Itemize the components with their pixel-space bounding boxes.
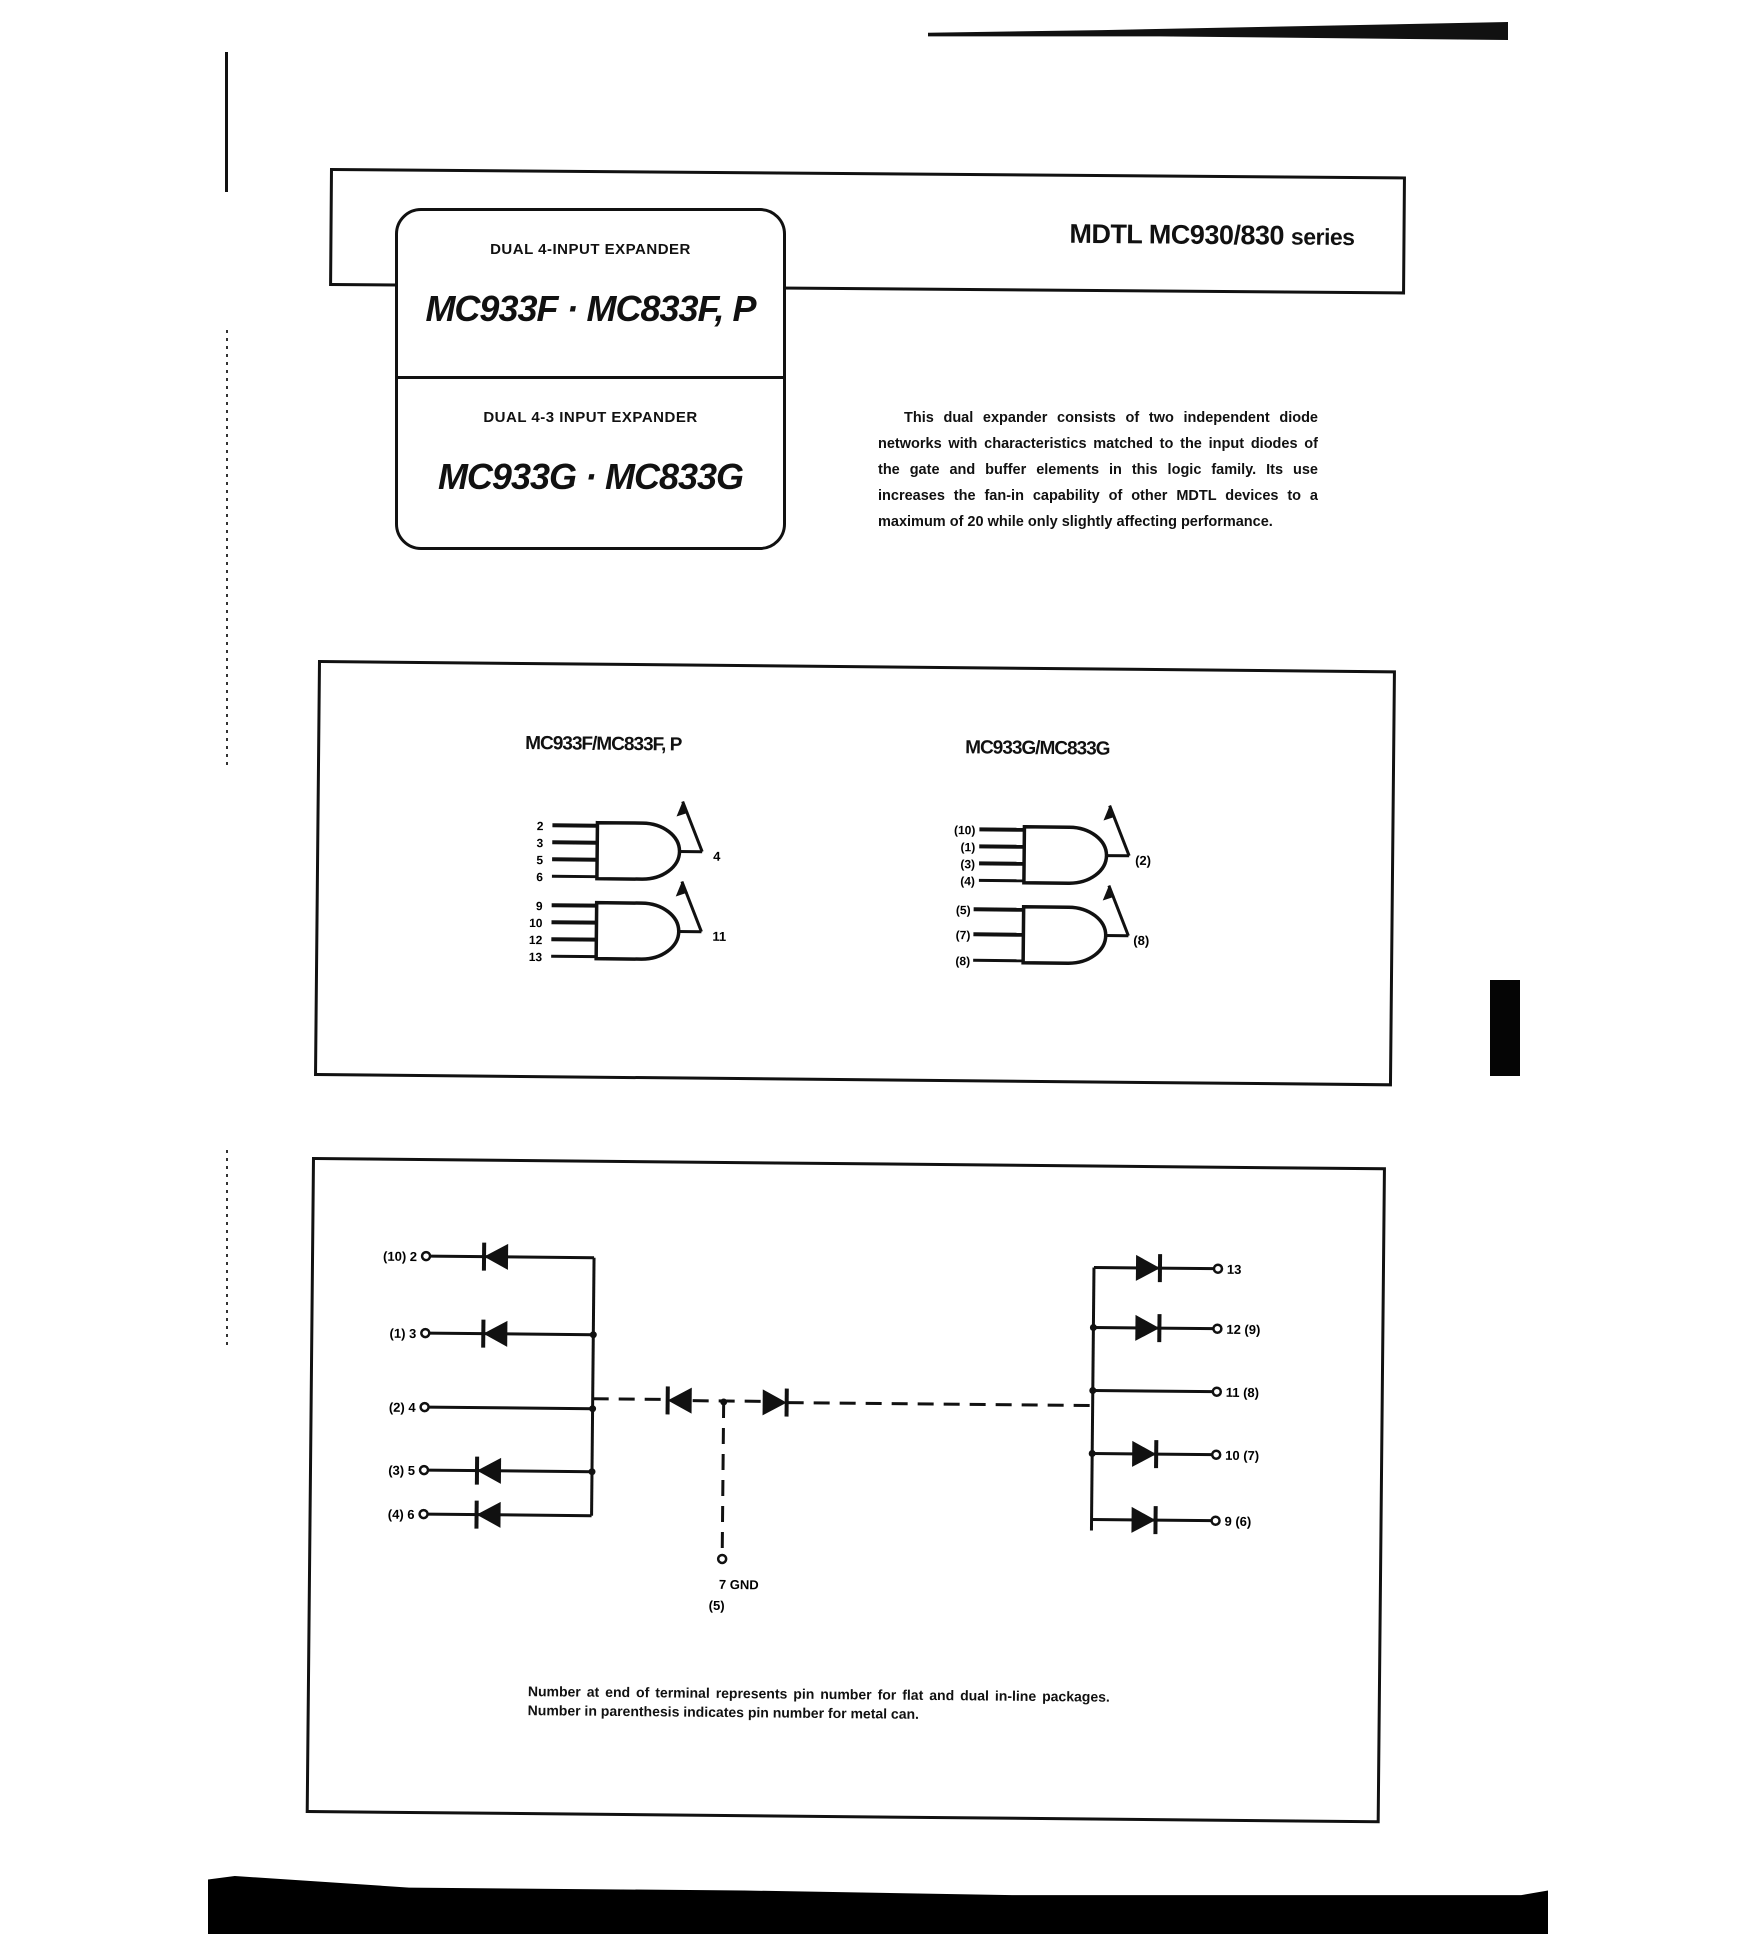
svg-text:(4): (4) bbox=[960, 874, 975, 888]
svg-text:13: 13 bbox=[529, 950, 543, 964]
svg-text:12: 12 bbox=[529, 933, 543, 947]
series-title: MDTL MC930/830 series bbox=[1069, 219, 1354, 252]
svg-text:(8): (8) bbox=[955, 954, 970, 968]
svg-text:5: 5 bbox=[536, 853, 543, 867]
diode-schematic-svg: (10) 2 (1) 3 (2) 4 (3) 5 (4) 6 13 12 (9)… bbox=[383, 1240, 1260, 1613]
schematic-panel: (10) 2 (1) 3 (2) 4 (3) 5 (4) 6 13 12 (9)… bbox=[305, 1157, 1386, 1824]
svg-text:13: 13 bbox=[1227, 1262, 1242, 1277]
pin-label: 2 bbox=[537, 819, 544, 833]
diode-icon bbox=[481, 1240, 511, 1273]
svg-text:10: 10 bbox=[529, 916, 543, 930]
title-section-4-input: DUAL 4-INPUT EXPANDER MC933F · MC833F, P bbox=[398, 211, 783, 379]
svg-text:(2) 4: (2) 4 bbox=[389, 1400, 417, 1415]
and-gate-icon bbox=[976, 802, 1132, 886]
svg-text:9: 9 bbox=[536, 899, 543, 913]
svg-text:(5): (5) bbox=[709, 1598, 725, 1613]
diode-icon bbox=[665, 1384, 694, 1417]
scan-artifact-punch-marks bbox=[226, 330, 228, 770]
diode-icon bbox=[1133, 1251, 1163, 1285]
diode-icon bbox=[474, 1498, 503, 1531]
and-gate-icon bbox=[549, 878, 704, 962]
section-tab-marker bbox=[1490, 980, 1520, 1076]
svg-text:(7): (7) bbox=[956, 928, 971, 942]
diode-icon bbox=[1129, 1503, 1158, 1537]
diode-icon bbox=[481, 1317, 510, 1350]
svg-text:(10): (10) bbox=[954, 823, 975, 837]
svg-text:(1): (1) bbox=[960, 840, 975, 854]
svg-text:7 GND: 7 GND bbox=[719, 1577, 759, 1592]
pin-numbering-note: Number at end of terminal represents pin… bbox=[527, 1683, 1110, 1722]
svg-text:11: 11 bbox=[712, 929, 726, 944]
part-numbers: MC933F · MC833F, P bbox=[425, 288, 756, 329]
svg-text:(4) 6: (4) 6 bbox=[388, 1507, 415, 1522]
scan-artifact-left-mark bbox=[225, 52, 228, 192]
section-subtitle: DUAL 4-INPUT EXPANDER bbox=[490, 241, 691, 258]
svg-text:(1) 3: (1) 3 bbox=[390, 1326, 417, 1341]
and-gate-icon bbox=[971, 882, 1131, 966]
scan-artifact-top-bar bbox=[928, 22, 1508, 40]
logic-diagram-panel: MC933F/MC833F, P MC933G/MC833G bbox=[314, 660, 1396, 1087]
section-subtitle: DUAL 4-3 INPUT EXPANDER bbox=[483, 409, 698, 426]
and-gate-icon bbox=[549, 798, 705, 882]
scan-artifact-bottom-bar bbox=[208, 1876, 1548, 1934]
part-title-card: DUAL 4-INPUT EXPANDER MC933F · MC833F, P… bbox=[395, 208, 786, 550]
svg-text:6: 6 bbox=[536, 870, 543, 884]
diode-icon bbox=[760, 1386, 789, 1419]
svg-text:12 (9): 12 (9) bbox=[1226, 1322, 1260, 1337]
svg-text:4: 4 bbox=[713, 849, 721, 864]
svg-text:9 (6): 9 (6) bbox=[1224, 1514, 1251, 1529]
svg-text:(3) 5: (3) 5 bbox=[388, 1463, 415, 1478]
diode-icon bbox=[1133, 1311, 1162, 1345]
description-text: This dual expander consists of two indep… bbox=[878, 410, 1318, 530]
svg-text:11 (8): 11 (8) bbox=[1226, 1385, 1259, 1400]
svg-text:(5): (5) bbox=[956, 903, 971, 917]
title-section-4-3-input: DUAL 4-3 INPUT EXPANDER MC933G · MC833G bbox=[398, 379, 783, 547]
svg-text:(10) 2: (10) 2 bbox=[383, 1249, 417, 1264]
scan-artifact-punch-marks bbox=[226, 1150, 228, 1350]
svg-text:10 (7): 10 (7) bbox=[1225, 1448, 1259, 1463]
logic-gates-svg: 2 3 5 6 4 9 10 12 13 11 (10) (1) (3) (4)… bbox=[529, 798, 1151, 968]
part-numbers: MC933G · MC833G bbox=[437, 456, 744, 497]
series-suffix: series bbox=[1290, 223, 1355, 251]
svg-text:(2): (2) bbox=[1135, 853, 1151, 868]
diode-icon bbox=[474, 1454, 504, 1487]
svg-text:(3): (3) bbox=[960, 857, 975, 871]
device-description: This dual expander consists of two indep… bbox=[878, 405, 1318, 535]
svg-text:(8): (8) bbox=[1133, 933, 1149, 948]
svg-text:3: 3 bbox=[536, 836, 543, 850]
diode-icon bbox=[1130, 1437, 1159, 1471]
series-name: MDTL MC930/830 bbox=[1069, 218, 1285, 251]
